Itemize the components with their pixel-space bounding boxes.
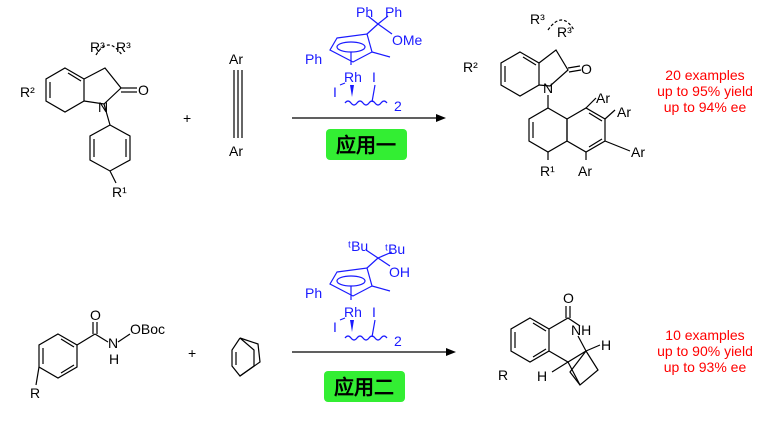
label-box xyxy=(326,129,407,160)
r3-label: R³ xyxy=(557,24,572,40)
tert-butyl-label: ᵗBu xyxy=(348,238,368,254)
phenyl-label: Ph xyxy=(305,285,322,301)
amide-nh-label: NH xyxy=(571,322,591,338)
result-ee: up to 94% ee xyxy=(664,99,747,115)
aryl-label: Ar xyxy=(578,163,592,179)
nitrogen-label: N xyxy=(543,80,553,96)
nitrogen-label: N xyxy=(108,335,118,351)
oboc-label: OBoc xyxy=(130,321,165,337)
substrate-1-structure xyxy=(45,44,137,184)
phenyl-label: Ph xyxy=(356,4,373,20)
r3-label: R³ xyxy=(530,11,545,27)
r1-label: R¹ xyxy=(112,184,127,200)
phenyl-label: Ph xyxy=(305,51,322,67)
iodine-label: I xyxy=(372,69,376,85)
product-2-structure xyxy=(510,306,601,386)
phenyl-label: Ph xyxy=(385,4,402,20)
aryl-label: Ar xyxy=(229,143,243,159)
application-label: 应用二 xyxy=(334,375,394,399)
substrate-2-structure xyxy=(35,322,131,386)
hydrogen-label: H xyxy=(109,351,119,367)
hydrogen-label: H xyxy=(601,337,611,353)
aryl-label: Ar xyxy=(631,144,645,160)
dimer-subscript: 2 xyxy=(394,333,402,349)
iodine-label: I xyxy=(372,304,376,320)
hydroxyl-label: OH xyxy=(389,264,410,280)
iodine-label: I xyxy=(333,84,337,100)
aryl-label: Ar xyxy=(229,51,243,67)
r3-label: R³ xyxy=(90,39,105,55)
label-box xyxy=(324,371,405,402)
catalyst-2-structure xyxy=(329,249,393,341)
nitrogen-label: N xyxy=(98,99,108,115)
oxygen-label: O xyxy=(581,61,592,77)
aryl-label: Ar xyxy=(617,104,631,120)
hydrogen-label: H xyxy=(537,368,547,384)
methoxy-label: OMe xyxy=(392,32,423,48)
product-1-structure xyxy=(500,19,631,160)
tert-butyl-label: ᵗBu xyxy=(385,241,405,257)
result-yield: up to 90% yield xyxy=(657,343,753,359)
aryl-label: Ar xyxy=(596,90,610,106)
rhodium-label: Rh xyxy=(344,304,362,320)
result-yield: up to 95% yield xyxy=(657,83,753,99)
result-examples: 20 examples xyxy=(665,67,744,83)
norbornene-structure xyxy=(231,337,261,377)
r1-label: R¹ xyxy=(540,163,555,179)
rhodium-label: Rh xyxy=(344,69,362,85)
r2-label: R² xyxy=(20,84,35,100)
iodine-label: I xyxy=(333,319,337,335)
oxygen-label: O xyxy=(563,290,574,306)
oxygen-label: O xyxy=(138,82,149,98)
application-label: 应用一 xyxy=(336,133,396,157)
catalyst-1-structure xyxy=(329,15,393,106)
result-ee: up to 93% ee xyxy=(664,359,747,375)
r-label: R xyxy=(498,367,508,383)
r-label: R xyxy=(30,385,40,401)
oxygen-label: O xyxy=(90,307,101,323)
result-examples: 10 examples xyxy=(665,327,744,343)
plus-sign: + xyxy=(188,345,196,361)
arrow-head xyxy=(446,348,456,356)
arrow-head xyxy=(436,114,446,122)
dimer-subscript: 2 xyxy=(394,98,402,114)
plus-sign: + xyxy=(183,110,191,126)
r3-label: R³ xyxy=(116,39,131,55)
r2-label: R² xyxy=(463,59,478,75)
